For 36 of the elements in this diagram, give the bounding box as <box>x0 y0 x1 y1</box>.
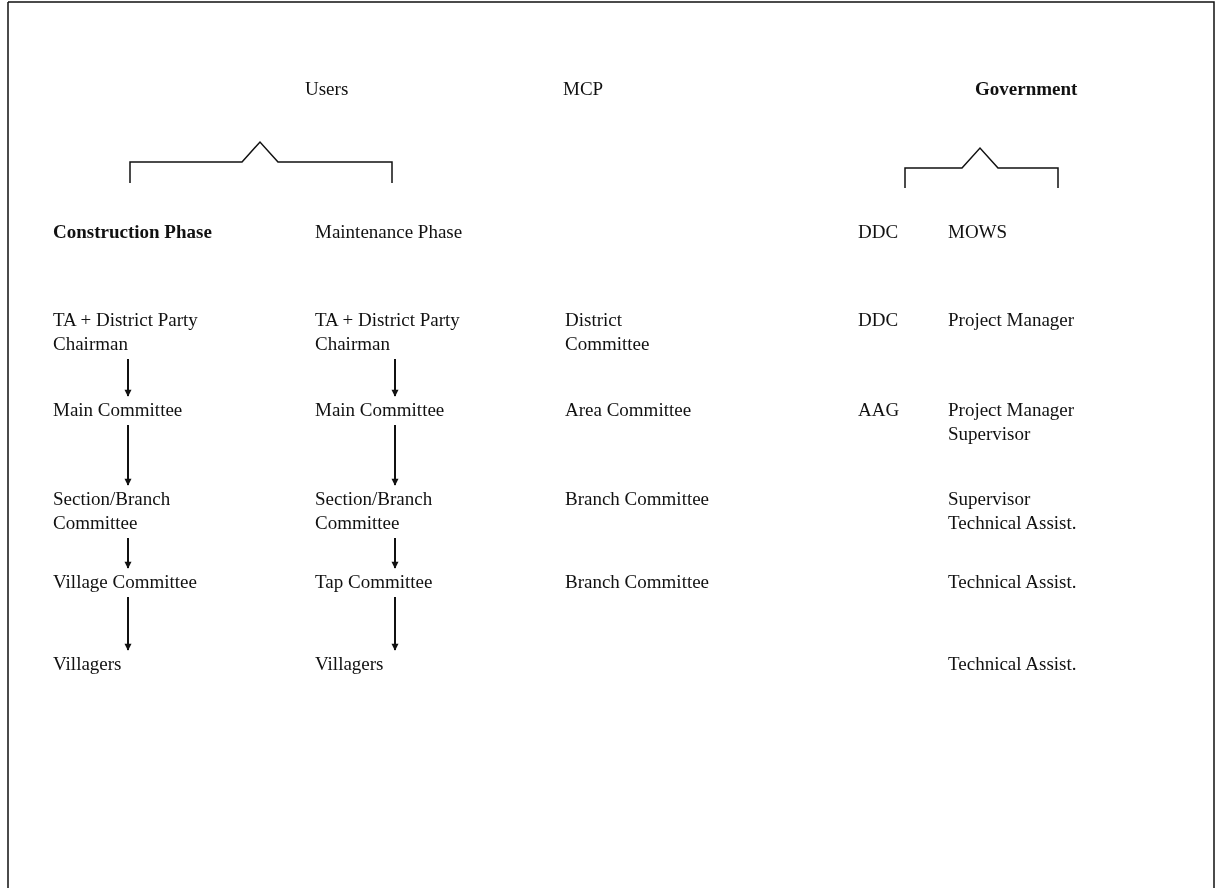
arrow <box>124 424 132 486</box>
table-text: Branch Committee <box>565 570 711 594</box>
column-heading: MCP <box>563 77 605 101</box>
arrow <box>391 537 399 569</box>
node-text: TA + District Party Chairman <box>53 308 223 356</box>
column-heading: Government <box>975 77 1079 101</box>
arrow <box>391 424 399 486</box>
table-text: Project Manager <box>948 308 1076 332</box>
node-text: Main Committee <box>315 398 495 422</box>
node-text: Villagers <box>315 652 475 676</box>
column-heading: Maintenance Phase <box>315 220 464 244</box>
arrow <box>124 358 132 397</box>
table-text: District Committee <box>565 308 651 356</box>
table-text: AAG <box>858 398 901 422</box>
table-text: Branch Committee <box>565 487 711 511</box>
arrow <box>391 358 399 397</box>
node-text: Main Committee <box>53 398 233 422</box>
column-heading: Users <box>305 77 350 101</box>
arrow <box>391 596 399 651</box>
node-text: Villagers <box>53 652 213 676</box>
table-text: Supervisor Technical Assist. <box>948 487 1078 535</box>
node-text: Section/Branch Committee <box>53 487 223 535</box>
table-text: DDC <box>858 308 900 332</box>
node-text: Tap Committee <box>315 570 495 594</box>
table-text: Technical Assist. <box>948 570 1078 594</box>
column-heading: MOWS <box>948 220 1009 244</box>
table-text: Technical Assist. <box>948 652 1078 676</box>
arrow <box>124 596 132 651</box>
arrow <box>124 537 132 569</box>
node-text: Section/Branch Committee <box>315 487 485 535</box>
node-text: TA + District Party Chairman <box>315 308 485 356</box>
column-heading: DDC <box>858 220 900 244</box>
table-text: Area Committee <box>565 398 693 422</box>
node-text: Village Committee <box>53 570 213 594</box>
column-heading: Construction Phase <box>53 220 213 244</box>
table-text: Project Manager Supervisor <box>948 398 1076 446</box>
